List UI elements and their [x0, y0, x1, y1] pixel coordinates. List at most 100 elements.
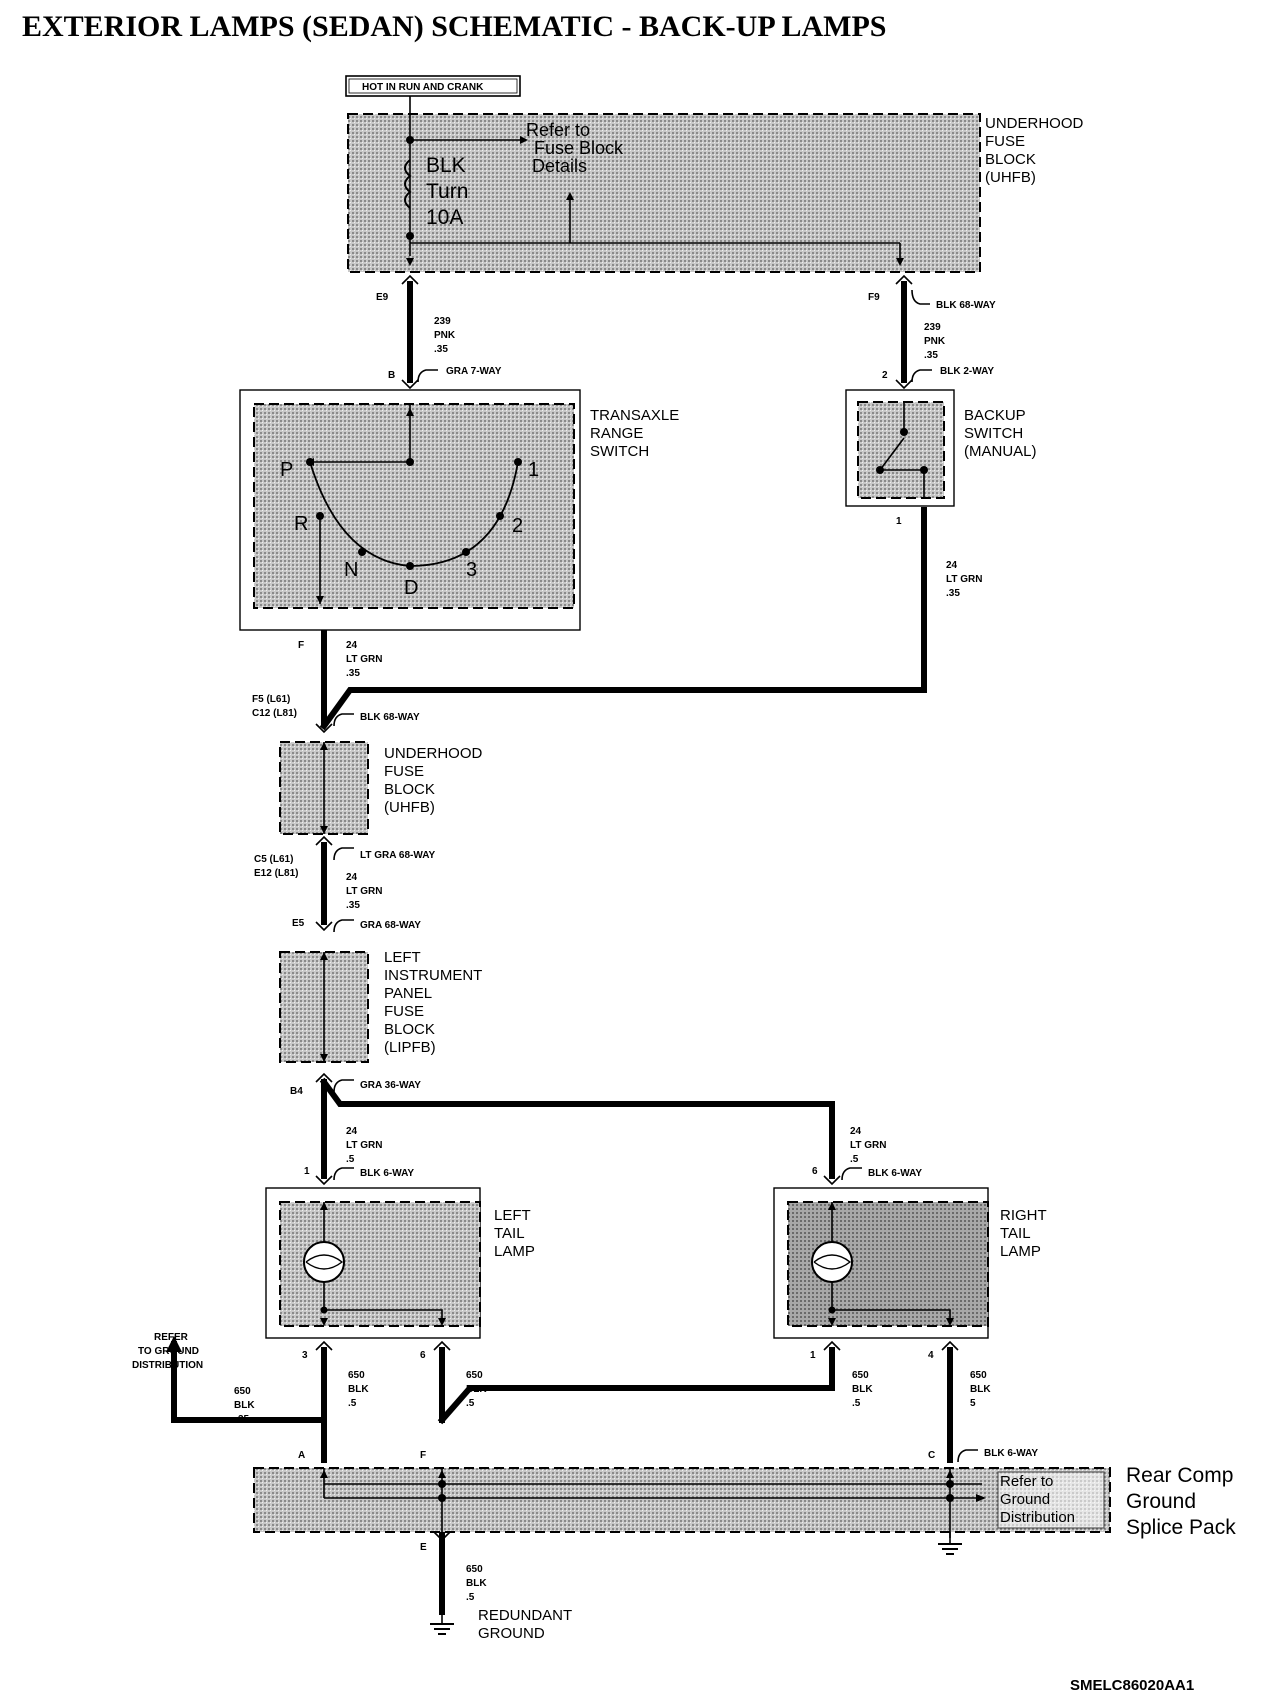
connector-b4: B4 — [290, 1086, 303, 1097]
connector-left-pin6: 6 — [420, 1350, 426, 1361]
wire-label: 24 — [346, 640, 358, 651]
left-tail-label-3: LAMP — [494, 1243, 535, 1260]
right-tail-lamp — [773, 1187, 989, 1339]
fuse-symbol — [404, 159, 412, 209]
lipfb-label-6: (LIPFB) — [384, 1039, 436, 1056]
left-tail-label-2: TAIL — [494, 1225, 525, 1242]
wire-label: .35 — [346, 668, 360, 679]
splice-pack-label-1: Rear Comp — [1126, 1464, 1233, 1487]
connector-f-low: F — [420, 1450, 426, 1461]
splice-pack-label-2: Ground — [1126, 1490, 1196, 1513]
right-tail-label-2: TAIL — [1000, 1225, 1031, 1242]
connector-left-pin3: 3 — [302, 1350, 308, 1361]
wire-label: BLK — [970, 1384, 991, 1395]
connector-c5: C5 (L61) — [254, 854, 293, 865]
redundant-ground-icon — [430, 1612, 454, 1635]
refer-ground-dist-2: Ground — [1000, 1491, 1050, 1508]
connector-blk68-mid: BLK 68-WAY — [360, 712, 420, 723]
wire-label: .35 — [924, 350, 938, 361]
wire-label: 24 — [346, 1126, 358, 1137]
wire-label: LT GRN — [850, 1140, 886, 1151]
connector-f: F — [298, 640, 304, 651]
lipfb-label-2: INSTRUMENT — [384, 967, 482, 984]
connector-ltgra68: LT GRA 68-WAY — [360, 850, 436, 861]
wire-label: LT GRN — [346, 654, 382, 665]
splice-pack-label-3: Splice Pack — [1126, 1516, 1236, 1539]
connector-f9: F9 — [868, 292, 880, 303]
uhfb-mid-label-4: (UHFB) — [384, 799, 435, 816]
connector-e5: E5 — [292, 918, 305, 929]
bulb-icon — [811, 1241, 853, 1283]
connector-right-blk6: BLK 6-WAY — [868, 1168, 922, 1179]
wire-label: BLK — [348, 1384, 369, 1395]
range-r: R — [294, 513, 308, 535]
connector-blk6-low: BLK 6-WAY — [984, 1448, 1038, 1459]
range-1: 1 — [528, 459, 539, 481]
connector-left-blk6: BLK 6-WAY — [360, 1168, 414, 1179]
connector-gra36: GRA 36-WAY — [360, 1080, 421, 1091]
connector-right-pin6: 6 — [812, 1166, 818, 1177]
wire-label: PNK — [434, 330, 456, 341]
uhfb-top-label-2: FUSE — [985, 133, 1025, 150]
lipfb-block — [279, 951, 369, 1063]
uhfb-mid-label-2: FUSE — [384, 763, 424, 780]
wire-label: .5 — [850, 1154, 859, 1165]
wire-label: BLK — [852, 1384, 873, 1395]
fuse-line1: BLK — [426, 154, 466, 177]
wire-label: .5 — [346, 1154, 355, 1165]
lipfb-label-5: BLOCK — [384, 1021, 435, 1038]
refer-fuse-line2: Fuse Block — [534, 138, 624, 158]
transaxle-label-3: SWITCH — [590, 443, 649, 460]
wire-label: .35 — [434, 344, 448, 355]
rear-comp-ground-splice-pack: Refer to Ground Distribution — [253, 1467, 1111, 1538]
uhfb-mid-label-1: UNDERHOOD — [384, 745, 483, 762]
connector-gra68: GRA 68-WAY — [360, 920, 421, 931]
connector-b: B — [388, 370, 395, 381]
wire-label: 24 — [946, 560, 958, 571]
connector-right-pin4: 4 — [928, 1350, 934, 1361]
connector-left-pin1: 1 — [304, 1166, 310, 1177]
hot-label: HOT IN RUN AND CRANK — [345, 75, 521, 97]
wire-label: LT GRN — [946, 574, 982, 585]
wire-label: BLK — [466, 1578, 487, 1589]
wire-label: 35 — [238, 1414, 250, 1425]
wire-label: BLK — [466, 1384, 487, 1395]
wire-label: 650 — [852, 1370, 869, 1381]
wire-label: 650 — [348, 1370, 365, 1381]
wire-label: .5 — [466, 1592, 475, 1603]
wire-label: PNK — [924, 336, 946, 347]
wire-label: 650 — [466, 1564, 483, 1575]
range-n: N — [344, 559, 358, 581]
wires — [171, 281, 953, 1615]
backup-label-2: SWITCH — [964, 425, 1023, 442]
uhfb-top-label-4: (UHFB) — [985, 169, 1036, 186]
connector-pin1: 1 — [896, 516, 902, 527]
wire-label: LT GRN — [346, 886, 382, 897]
transaxle-label-2: RANGE — [590, 425, 643, 442]
wire-label: LT GRN — [346, 1140, 382, 1151]
backup-label-1: BACKUP — [964, 407, 1026, 424]
fuse-line3: 10A — [426, 206, 463, 229]
right-tail-label-1: RIGHT — [1000, 1207, 1047, 1224]
lipfb-label-3: PANEL — [384, 985, 432, 1002]
range-d: D — [404, 577, 418, 599]
connector-right-pin1: 1 — [810, 1350, 816, 1361]
lipfb-label-1: LEFT — [384, 949, 421, 966]
range-3: 3 — [466, 559, 477, 581]
connector-blk2: BLK 2-WAY — [940, 366, 994, 377]
refer-ground-dist-3: Distribution — [1000, 1509, 1075, 1526]
wire-label: .5 — [466, 1398, 475, 1409]
uhfb-top-block: BLK Turn 10A Refer to Fuse Block Details — [347, 96, 981, 273]
wire-label: 5 — [970, 1398, 976, 1409]
range-p: P — [280, 459, 293, 481]
left-tail-lamp — [265, 1187, 481, 1339]
connector-blk68-top: BLK 68-WAY — [936, 300, 996, 311]
refer-fuse-line1: Refer to — [526, 120, 590, 140]
uhfb-top-label-3: BLOCK — [985, 151, 1036, 168]
refer-ground-label-2: TO GROUND — [138, 1346, 199, 1357]
figure-code: SMELC86020AA1 — [1070, 1677, 1194, 1694]
left-tail-label-1: LEFT — [494, 1207, 531, 1224]
wire-label: .5 — [348, 1398, 357, 1409]
